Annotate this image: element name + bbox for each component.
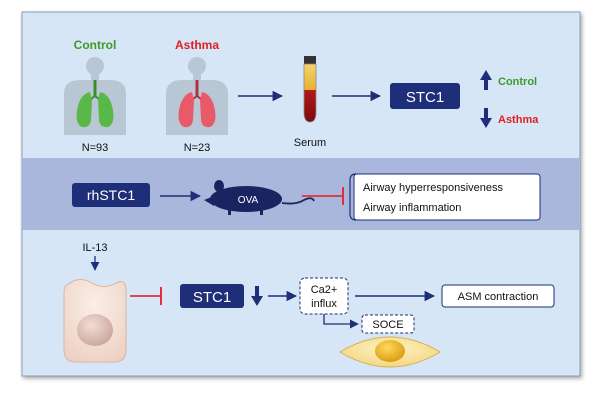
asm-contraction-box xyxy=(441,284,555,308)
stc1-label-top: STC1 xyxy=(406,89,444,106)
smooth-muscle-cell-icon xyxy=(339,336,441,368)
mouse-icon xyxy=(204,180,315,215)
down-asthma-label: Asthma xyxy=(498,114,539,126)
calcium-influx-box xyxy=(299,277,349,315)
serum-label: Serum xyxy=(294,137,326,149)
stc1-box-top xyxy=(390,83,460,109)
ova-label: OVA xyxy=(238,195,259,206)
up-arrow-icon xyxy=(480,70,492,90)
serum-tube-icon xyxy=(303,56,317,123)
healthy-lungs-icon xyxy=(76,80,114,128)
soce-label: SOCE xyxy=(372,319,403,331)
rhstc1-box xyxy=(72,183,150,207)
control-count: N=93 xyxy=(82,142,109,154)
asthmatic-lungs-icon xyxy=(178,80,216,128)
epithelial-cell-icon xyxy=(63,279,127,363)
down-arrow-icon xyxy=(480,108,492,128)
asm-contraction-label: ASM contraction xyxy=(458,291,539,303)
rhstc1-label: rhSTC1 xyxy=(87,187,135,203)
stc1-label-bottom: STC1 xyxy=(193,289,231,306)
outcome-hyperresponsiveness: Airway hyperresponsiveness xyxy=(363,182,504,194)
calcium-line1: Ca2+ xyxy=(311,284,338,296)
outcome-bracket xyxy=(349,173,357,221)
il13-label: IL-13 xyxy=(82,242,107,254)
calcium-line2: influx xyxy=(311,298,337,310)
asthma-count: N=23 xyxy=(184,142,211,154)
outcome-box xyxy=(353,173,541,221)
outcome-inflammation: Airway inflammation xyxy=(363,202,461,214)
stc1-down-arrow-icon xyxy=(251,286,263,306)
control-label: Control xyxy=(74,38,117,52)
asthma-label: Asthma xyxy=(175,38,219,52)
arrow-to-soce xyxy=(323,314,359,329)
soce-box xyxy=(361,314,415,334)
up-control-label: Control xyxy=(498,76,537,88)
stc1-box-bottom xyxy=(180,284,244,308)
